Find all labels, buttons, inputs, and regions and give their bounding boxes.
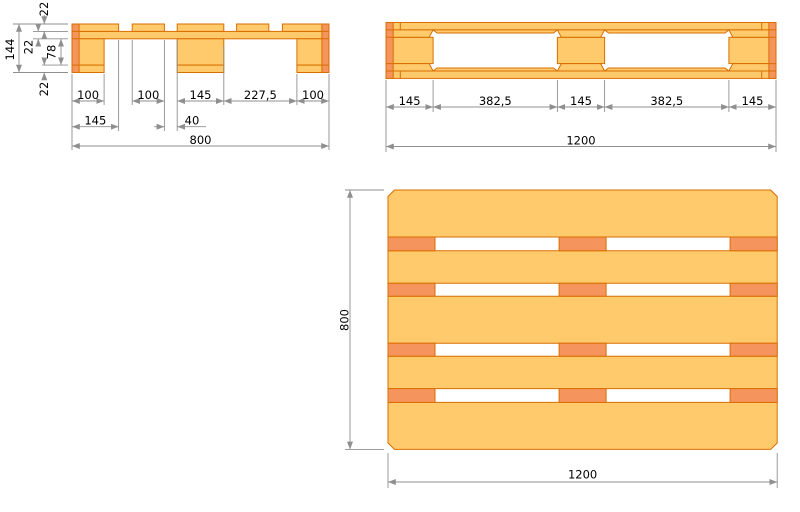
- deck-board-end: [131, 23, 165, 32]
- cross-board-through-gap: [558, 282, 607, 297]
- dim-label: 40: [185, 114, 200, 128]
- pallet-outline: [387, 189, 778, 450]
- dim-label: 145: [84, 114, 106, 128]
- cross-board-chamfered: [556, 29, 606, 38]
- extension-lines: [13, 23, 330, 150]
- side-view-pallet: [385, 22, 777, 79]
- extension-lines: [345, 189, 778, 488]
- opening-bottom-strip: [603, 67, 731, 72]
- dim-label: 145: [399, 94, 421, 108]
- cross-board-through-gap: [729, 236, 778, 252]
- dim-label-block-height: 78: [45, 45, 59, 60]
- cross-board-through-gap: [729, 342, 778, 357]
- board-joint-lines: [386, 22, 776, 79]
- cross-board-through-gap: [387, 282, 436, 297]
- dim-label: 145: [570, 94, 592, 108]
- deck-board-end: [176, 23, 225, 32]
- cross-board: [71, 30, 330, 40]
- dim-label: 382,5: [650, 94, 683, 108]
- top-deck-board: [385, 22, 777, 31]
- extension-lines: [385, 80, 777, 152]
- dim-label: 100: [77, 88, 99, 102]
- dim-label: 227,5: [244, 88, 277, 102]
- cross-board-through-gap: [729, 388, 778, 403]
- deck-board-end: [236, 23, 270, 32]
- cross-board-through-gap: [387, 342, 436, 357]
- dim-label-width: 800: [338, 309, 352, 331]
- dim-label-deck-thickness: 22: [37, 2, 51, 17]
- dim-label: 145: [742, 94, 764, 108]
- cross-board-through-gap: [558, 236, 607, 252]
- side-view: 145 382,5 145 382,5 145 1200: [385, 22, 777, 152]
- cross-board-through-gap: [558, 342, 607, 357]
- front-view-dimensions: 144 22 22 78 22 100 100 145 227,5 100 14…: [3, 2, 330, 150]
- board-end-grain: [385, 22, 394, 79]
- opening-bottom-strip: [431, 67, 559, 72]
- dim-label-total-height: 144: [3, 39, 17, 61]
- bottom-board: [385, 70, 777, 79]
- dim-label: 145: [190, 88, 212, 102]
- bottom-board: [176, 64, 225, 73]
- dim-label-total-width: 800: [190, 133, 212, 147]
- cross-board-through-gap: [558, 388, 607, 403]
- dim-label: 382,5: [479, 94, 512, 108]
- dim-label-length: 1200: [568, 468, 597, 482]
- cross-board-through-gap: [729, 282, 778, 297]
- board-joint-lines: [72, 30, 329, 66]
- board-end-grain: [71, 23, 80, 73]
- front-view-pallet: [71, 23, 330, 73]
- board-end-grain: [321, 23, 330, 73]
- opening-top-strip: [603, 29, 731, 34]
- opening-top-strip: [431, 29, 559, 34]
- dim-label: 100: [302, 88, 324, 102]
- top-view: 800 1200: [338, 189, 778, 488]
- dim-label: 100: [137, 88, 159, 102]
- cross-board-through-gap: [387, 236, 436, 252]
- cross-board-through-gap: [387, 388, 436, 403]
- dim-label-total-length: 1200: [566, 133, 595, 147]
- block: [556, 36, 606, 65]
- board-end-grain: [768, 22, 777, 79]
- front-view: 144 22 22 78 22 100 100 145 227,5 100 14…: [3, 2, 330, 150]
- block: [176, 38, 225, 66]
- top-view-pallet: [387, 189, 778, 450]
- side-view-dimensions: 145 382,5 145 382,5 145 1200: [385, 80, 777, 152]
- dim-label-bottom-thickness: 22: [37, 82, 51, 97]
- top-view-dimensions: 800 1200: [338, 189, 778, 488]
- dim-label-cross-thickness: 22: [22, 40, 36, 55]
- bottom-chamfer: [556, 63, 606, 72]
